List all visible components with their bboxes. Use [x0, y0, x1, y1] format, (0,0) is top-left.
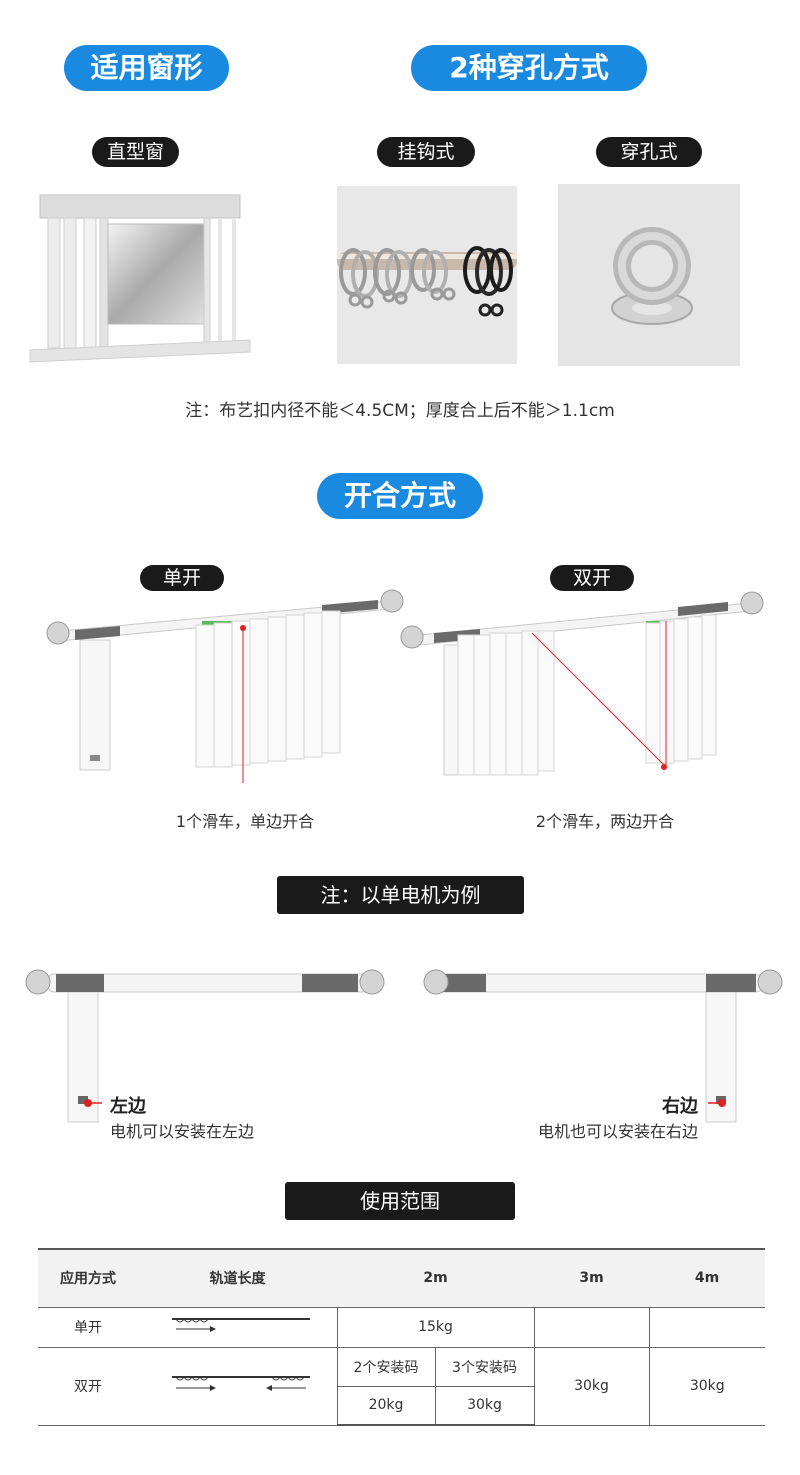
double-track-diagram	[138, 1346, 338, 1426]
motor-left-illustration	[25, 969, 385, 1123]
window-type-title: 适用窗形	[64, 45, 229, 91]
single-open-caption: 1个滑车，单边开合	[175, 812, 315, 831]
hook-type-label: 挂钩式	[377, 137, 475, 167]
table-row-double-values: 20kg 30kg	[38, 1385, 765, 1426]
single-open-illustration	[46, 589, 404, 783]
hook-rings-photo	[337, 186, 517, 364]
hook-rings-image	[337, 246, 517, 317]
header-4m: 4m	[649, 1248, 765, 1307]
grommet-photo	[558, 184, 740, 366]
single-open-label: 单开	[140, 565, 224, 591]
double-open-illustration	[400, 591, 764, 776]
motor-left-title: 左边	[110, 1096, 146, 1117]
double-sub2-cell: 3个安装码	[434, 1346, 535, 1387]
single-4m-cell	[648, 1306, 765, 1348]
single-track-icon	[172, 1318, 311, 1332]
double-track-icon	[172, 1376, 311, 1391]
double-mode-cell: 双开	[38, 1346, 138, 1426]
double-2m-a-cell: 20kg	[336, 1385, 436, 1426]
double-2m-b-cell: 30kg	[434, 1385, 535, 1426]
grommet-type-label: 穿孔式	[596, 137, 702, 167]
table-row-single: 单开 15kg	[38, 1306, 765, 1348]
window-illustration	[29, 194, 251, 363]
usage-title-banner: 使用范围	[285, 1182, 515, 1220]
motor-right-desc: 电机也可以安装在右边	[537, 1122, 698, 1141]
double-3m-cell: 30kg	[533, 1346, 650, 1426]
single-2m-cell: 15kg	[336, 1306, 535, 1348]
motor-note-banner: 注：以单电机为例	[277, 876, 524, 914]
header-2m: 2m	[337, 1248, 534, 1307]
motor-left-desc: 电机可以安装在左边	[110, 1122, 255, 1141]
header-mode: 应用方式	[38, 1248, 138, 1307]
grommet-image	[611, 227, 693, 325]
single-mode-cell: 单开	[38, 1306, 138, 1348]
hole-types-title: 2种穿孔方式	[411, 45, 647, 91]
table-header-row: 应用方式 轨道长度 2m 3m 4m	[38, 1248, 765, 1307]
usage-table: 应用方式 轨道长度 2m 3m 4m 单开 15kg 双开	[38, 1248, 765, 1426]
window-type-label: 直型窗	[92, 137, 179, 167]
single-3m-cell	[533, 1306, 650, 1348]
single-track-diagram	[138, 1306, 338, 1348]
double-open-caption: 2个滑车，两边开合	[535, 812, 675, 831]
double-4m-cell: 30kg	[648, 1346, 765, 1426]
double-open-label: 双开	[550, 565, 634, 591]
motor-right-title: 右边	[662, 1096, 698, 1117]
opening-mode-title: 开合方式	[317, 473, 483, 519]
double-sub1-cell: 2个安装码	[336, 1346, 436, 1387]
table-row-double: 双开 2个安装码 3个安装码 30kg 30kg	[38, 1346, 765, 1426]
motor-right-illustration	[423, 969, 783, 1123]
size-note: 注：布艺扣内径不能＜4.5CM；厚度合上后不能＞1.1cm	[185, 401, 615, 421]
header-3m: 3m	[534, 1248, 649, 1307]
header-track-length: 轨道长度	[138, 1248, 337, 1307]
